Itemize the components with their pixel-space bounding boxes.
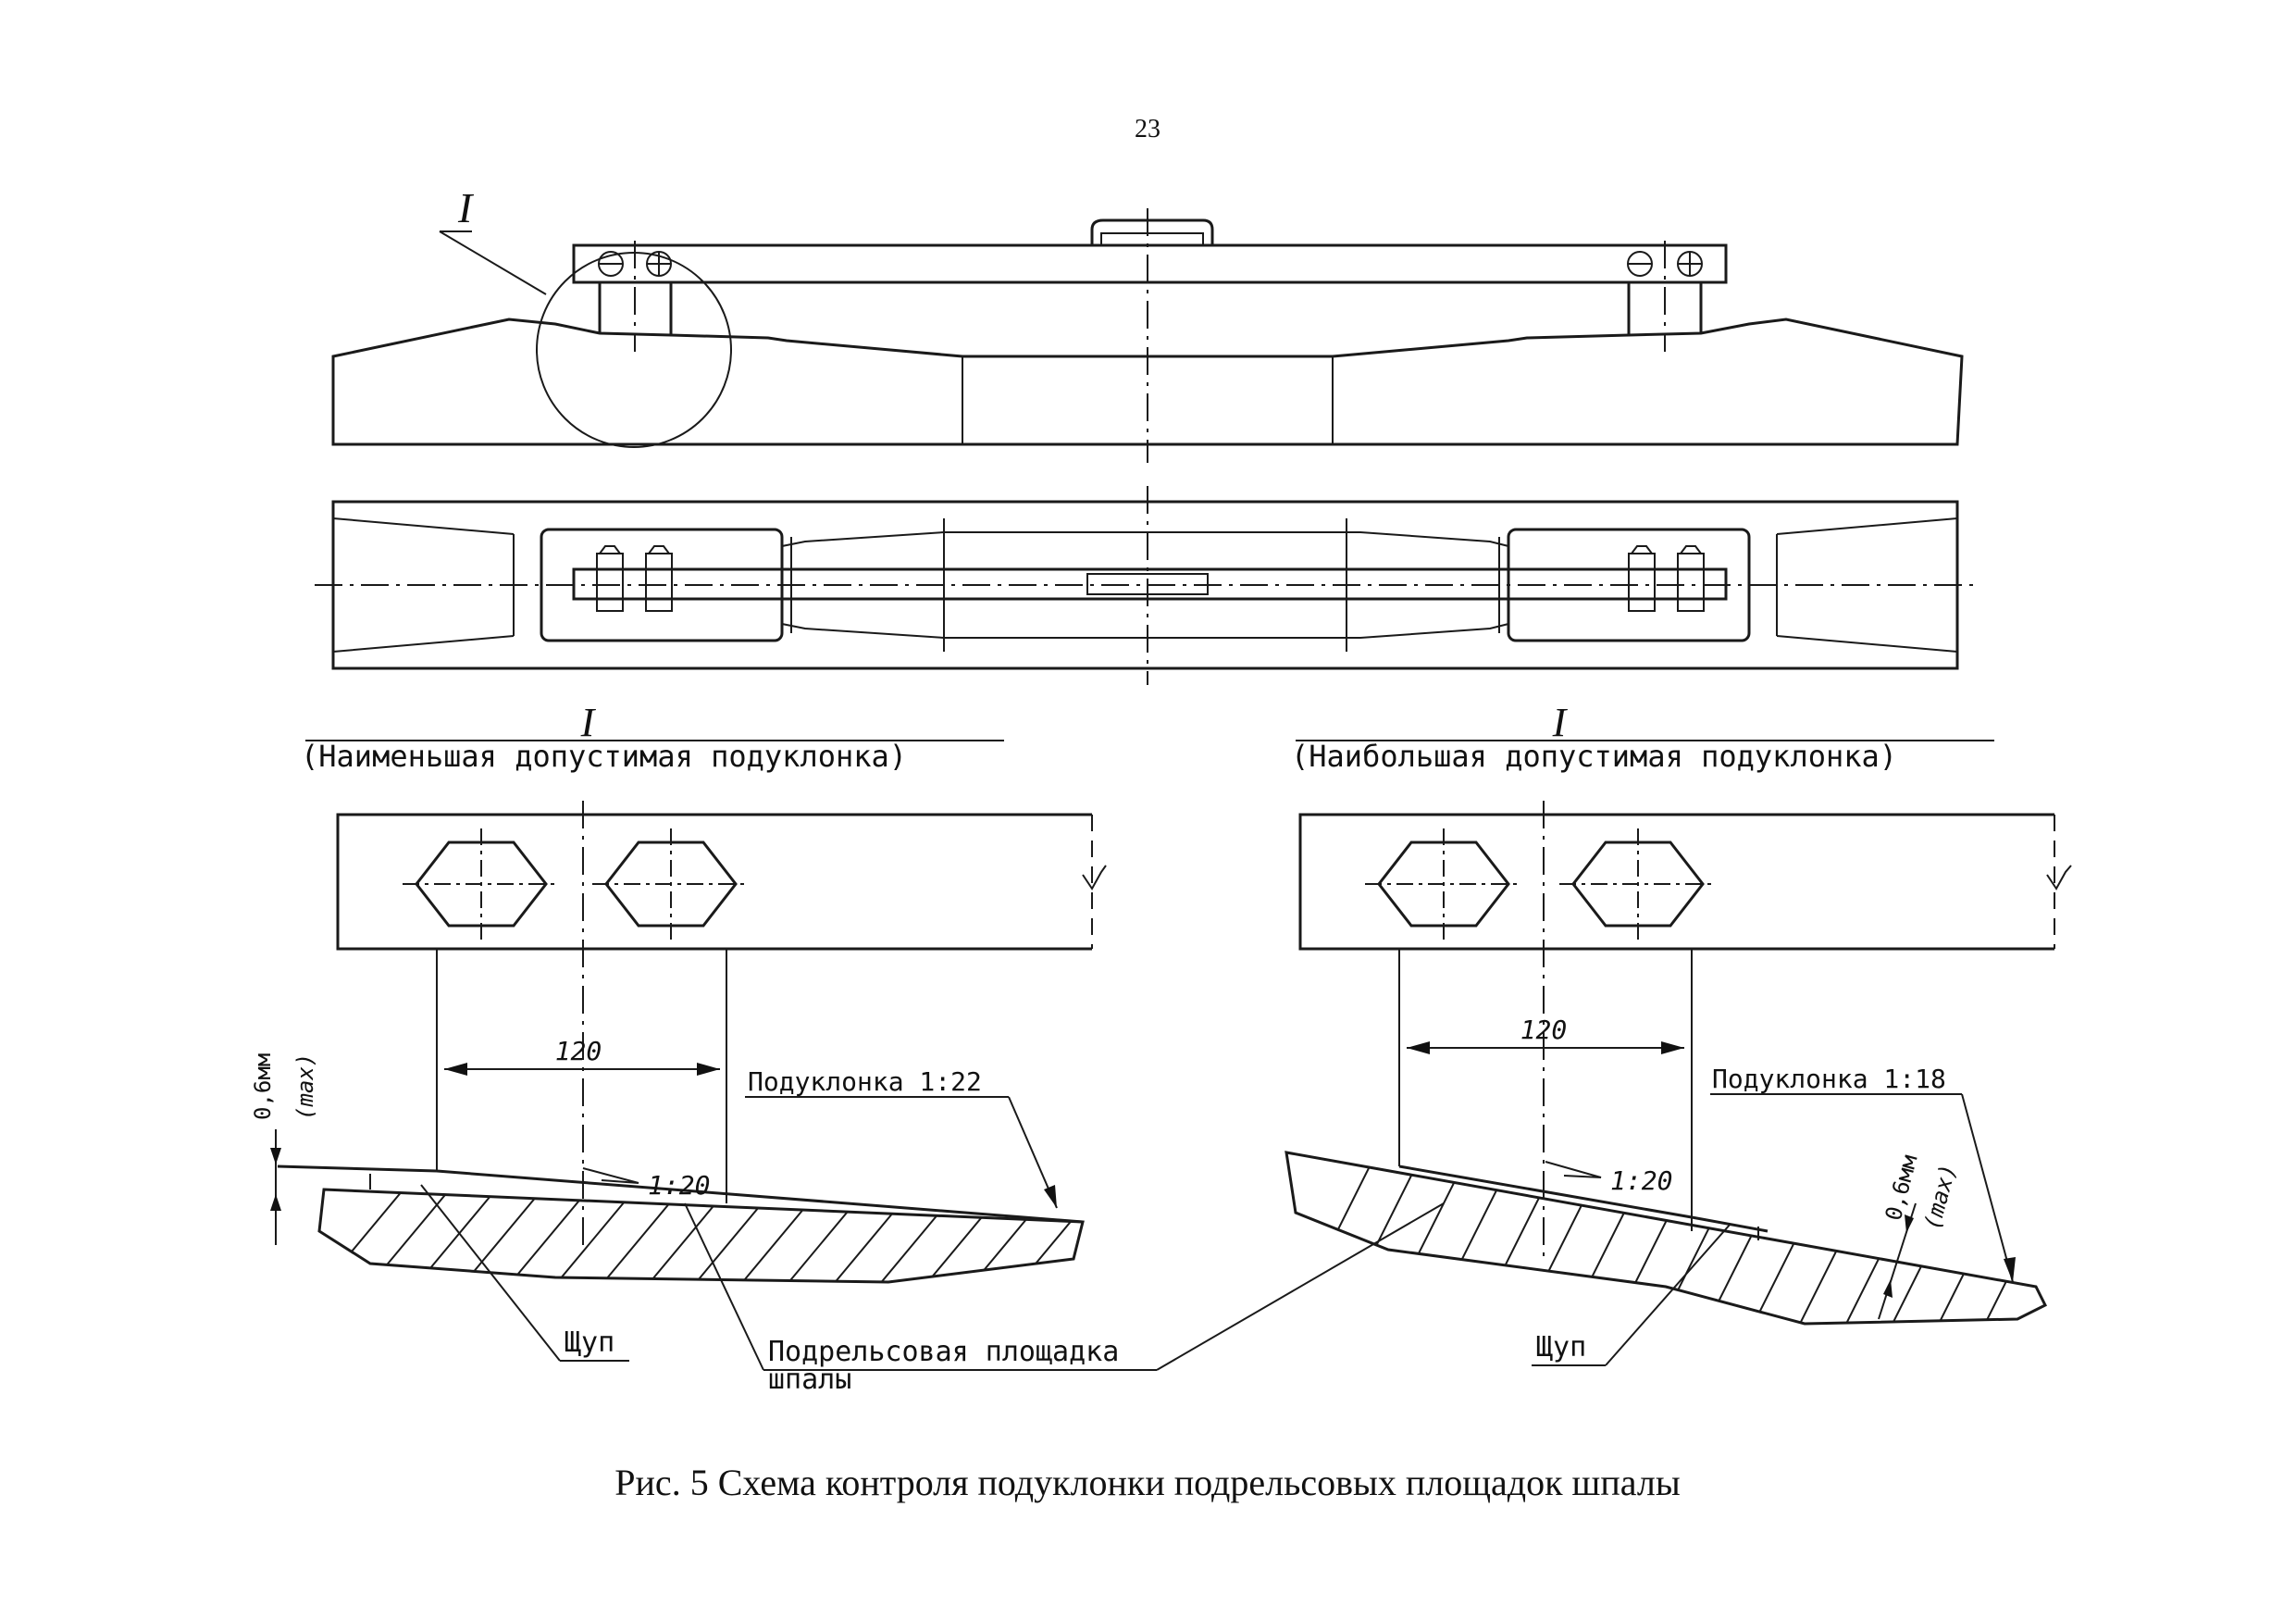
detail-left-dimension: 120 xyxy=(555,1036,602,1066)
detail-left-probe-label: Щуп xyxy=(565,1326,614,1359)
detail-right: I (Наибольшая допустимая подуклонка) 120… xyxy=(1285,700,2072,1366)
detail-left-gap-value: 0,6мм xyxy=(250,1053,276,1120)
subrail-pad-label-line2: шпалы xyxy=(768,1364,851,1396)
sleeper-plan-view xyxy=(315,486,1976,685)
detail-marker: I xyxy=(457,184,475,231)
detail-right-caption: (Наибольшая допустимая подуклонка) xyxy=(1291,739,1897,774)
subrail-pad-label-line1: Подрельсовая площадка xyxy=(768,1336,1119,1368)
subrail-pad-callout: Подрельсовая площадка шпалы xyxy=(684,1202,1445,1396)
detail-right-ratio: 1:20 xyxy=(1610,1165,1672,1196)
detail-left-caption: (Наименьшая допустимая подуклонка) xyxy=(301,739,907,774)
detail-left-ratio: 1:20 xyxy=(648,1170,710,1201)
figure-caption: Рис. 5 Схема контроля подуклонки подрель… xyxy=(614,1462,1680,1503)
detail-left-slope-label: Подуклонка 1:22 xyxy=(748,1066,982,1097)
detail-left: I (Наименьшая допустимая подуклонка) 120… xyxy=(250,700,1107,1362)
detail-left-marker: I xyxy=(580,700,597,745)
detail-right-gap-note: (max) xyxy=(1919,1162,1962,1233)
sleeper-side-view: I xyxy=(331,184,1964,463)
page-number: 23 xyxy=(1135,115,1160,143)
detail-right-probe-label: Щуп xyxy=(1536,1331,1586,1364)
detail-right-gap-value: 0,6мм xyxy=(1880,1152,1923,1224)
detail-left-gap-note: (max) xyxy=(292,1053,318,1120)
detail-right-slope-label: Подуклонка 1:18 xyxy=(1712,1064,1946,1094)
detail-right-marker: I xyxy=(1552,700,1569,745)
detail-right-dimension: 120 xyxy=(1520,1015,1568,1045)
